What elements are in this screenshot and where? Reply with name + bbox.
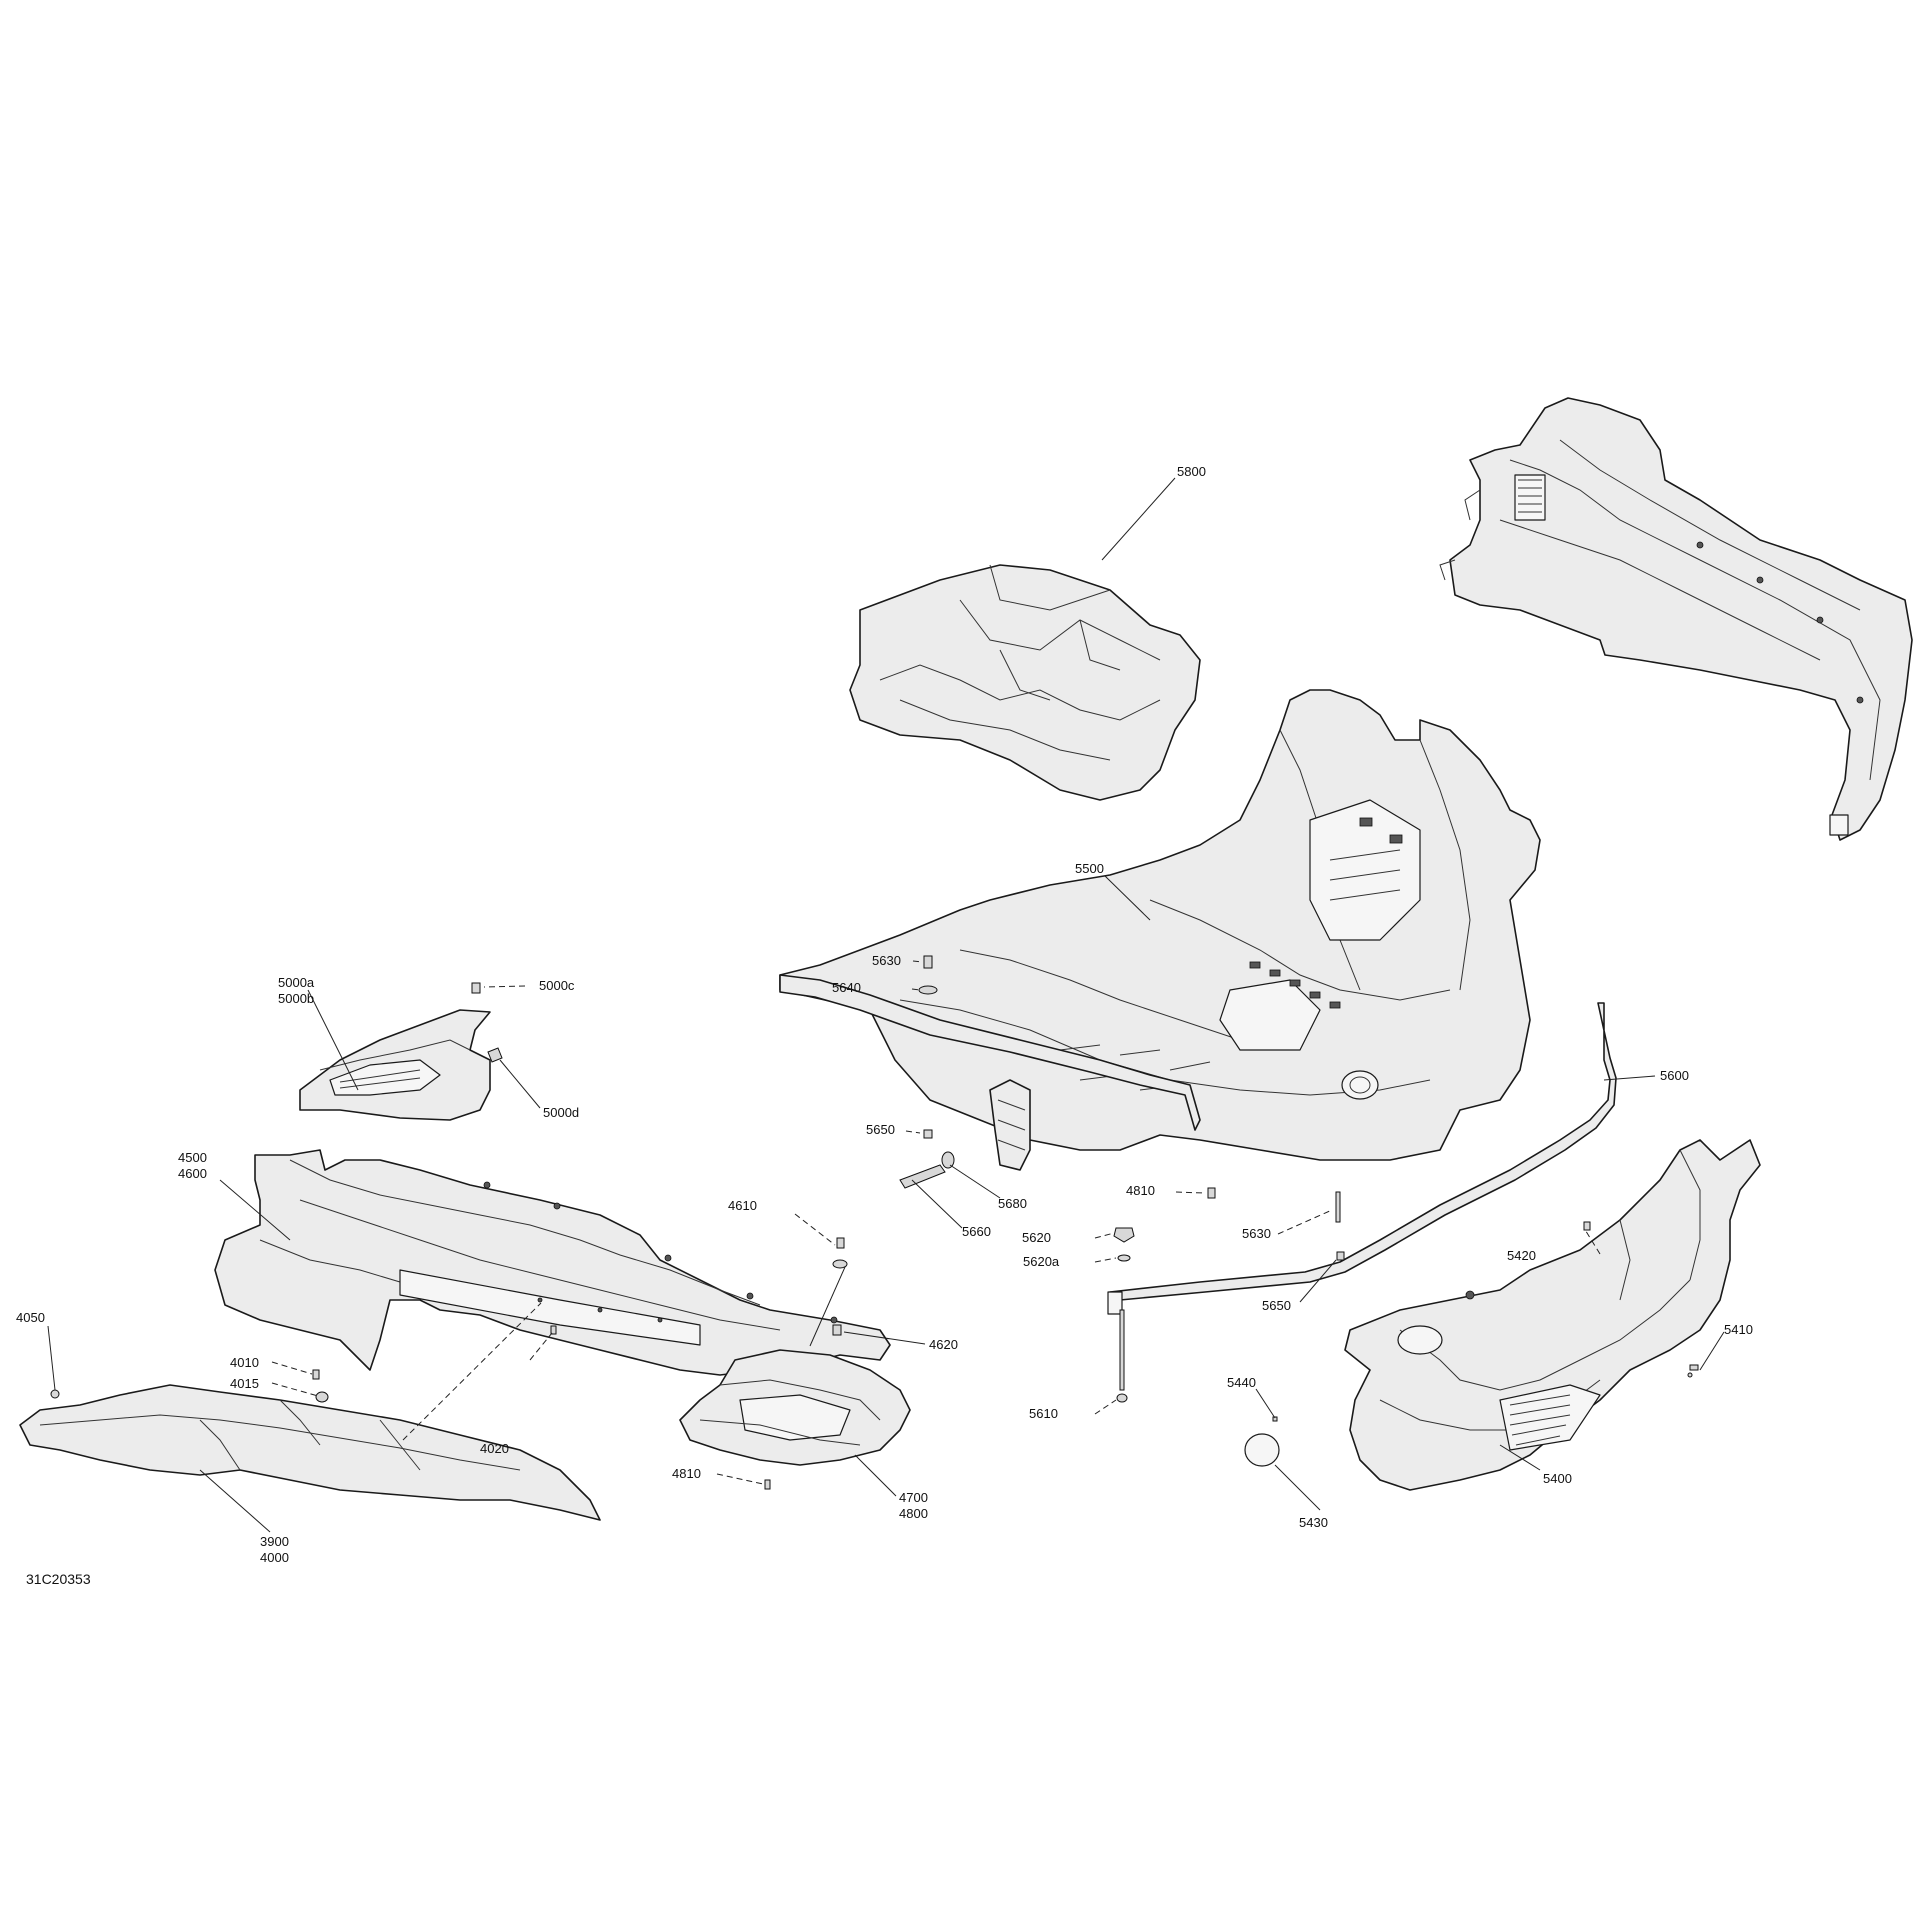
label-4000: 4000 — [260, 1550, 289, 1565]
label-5630: 5630 — [872, 953, 901, 968]
label-4700: 4700 — [899, 1490, 928, 1505]
label-4010: 4010 — [230, 1355, 259, 1370]
label-5630: 5630 — [1242, 1226, 1271, 1241]
label-5500: 5500 — [1075, 861, 1104, 876]
label-4810: 4810 — [672, 1466, 701, 1481]
label-5660: 5660 — [962, 1224, 991, 1239]
label-5680: 5680 — [998, 1196, 1027, 1211]
label-5000b: 5000b — [278, 991, 314, 1006]
label-5420: 5420 — [1507, 1248, 1536, 1263]
label-4610: 4610 — [728, 1198, 757, 1213]
front-body-5400 — [1244, 1139, 1761, 1491]
side-panel-5000 — [299, 982, 503, 1121]
label-5650: 5650 — [866, 1122, 895, 1137]
footrest-panel-3900 — [19, 1384, 601, 1521]
label-5620a: 5620a — [1023, 1254, 1060, 1269]
label-5800: 5800 — [1177, 464, 1206, 479]
label-4600: 4600 — [178, 1166, 207, 1181]
label-5000d: 5000d — [543, 1105, 579, 1120]
label-4810: 4810 — [1126, 1183, 1155, 1198]
label-5440: 5440 — [1227, 1375, 1256, 1390]
main-body-5500 — [779, 689, 1541, 1171]
label-5640: 5640 — [832, 980, 861, 995]
side-panel-4500 — [214, 1149, 891, 1403]
label-4015: 4015 — [230, 1376, 259, 1391]
label-4800: 4800 — [899, 1506, 928, 1521]
label-5600: 5600 — [1660, 1068, 1689, 1083]
label-4020: 4020 — [480, 1441, 509, 1456]
lower-panel-4700 — [679, 1349, 911, 1490]
label-4620: 4620 — [929, 1337, 958, 1352]
label-3900: 3900 — [260, 1534, 289, 1549]
label-5000a: 5000a — [278, 975, 315, 990]
label-5000c: 5000c — [539, 978, 575, 993]
support-rail-5600 — [1107, 1002, 1617, 1315]
label-4500: 4500 — [178, 1150, 207, 1165]
fasteners-center — [899, 955, 1345, 1403]
label-5620: 5620 — [1022, 1230, 1051, 1245]
label-5650: 5650 — [1262, 1298, 1291, 1313]
label-4050: 4050 — [16, 1310, 45, 1325]
label-5410: 5410 — [1724, 1322, 1753, 1337]
part-labels: 5800 5500 5630 5640 5650 5680 5660 4810 … — [16, 464, 1753, 1565]
diagram-reference-code: 31C20353 — [26, 1571, 91, 1587]
rear-rack-assembly — [1439, 397, 1913, 841]
label-5430: 5430 — [1299, 1515, 1328, 1530]
label-5400: 5400 — [1543, 1471, 1572, 1486]
storage-liner-5800 — [849, 564, 1201, 801]
leader-lines — [47, 477, 1725, 1533]
label-5610: 5610 — [1029, 1406, 1058, 1421]
